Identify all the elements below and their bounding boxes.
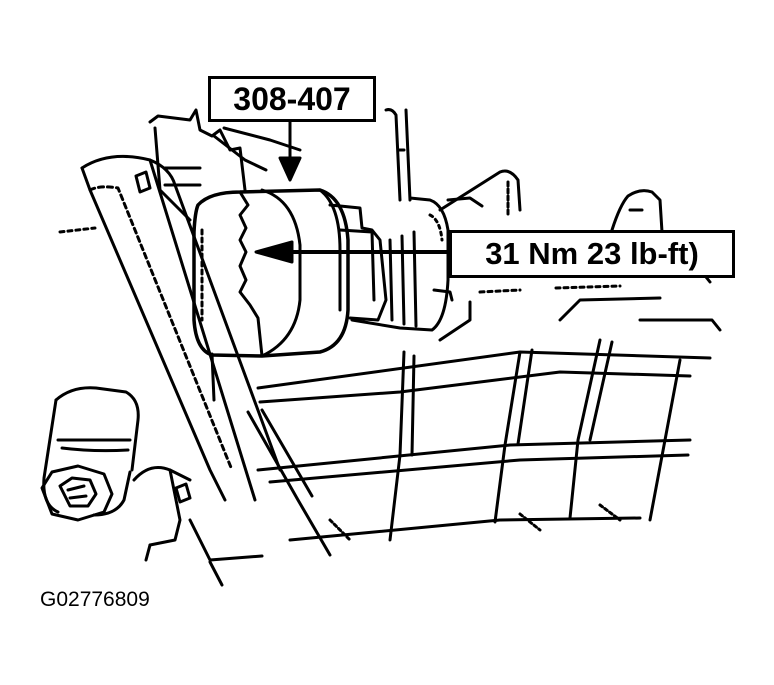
upper-ribs [384, 108, 664, 234]
torque-spec-callout: 31 Nm 23 lb-ft) [449, 230, 735, 278]
lower-bracket [132, 466, 264, 587]
lower-grid [246, 270, 722, 557]
figure-id: G02776809 [40, 588, 150, 611]
tool-number-label: 308-407 [233, 80, 351, 117]
upper-mount [148, 108, 302, 222]
frame-arm [58, 154, 282, 502]
torque-spec-label: 31 Nm 23 lb-ft) [485, 236, 699, 271]
special-tool [192, 188, 350, 402]
tool-arrow [278, 120, 302, 182]
tool-number-callout: 308-407 [208, 76, 376, 122]
hex-bolt [40, 386, 140, 522]
torque-arrow [254, 240, 451, 264]
